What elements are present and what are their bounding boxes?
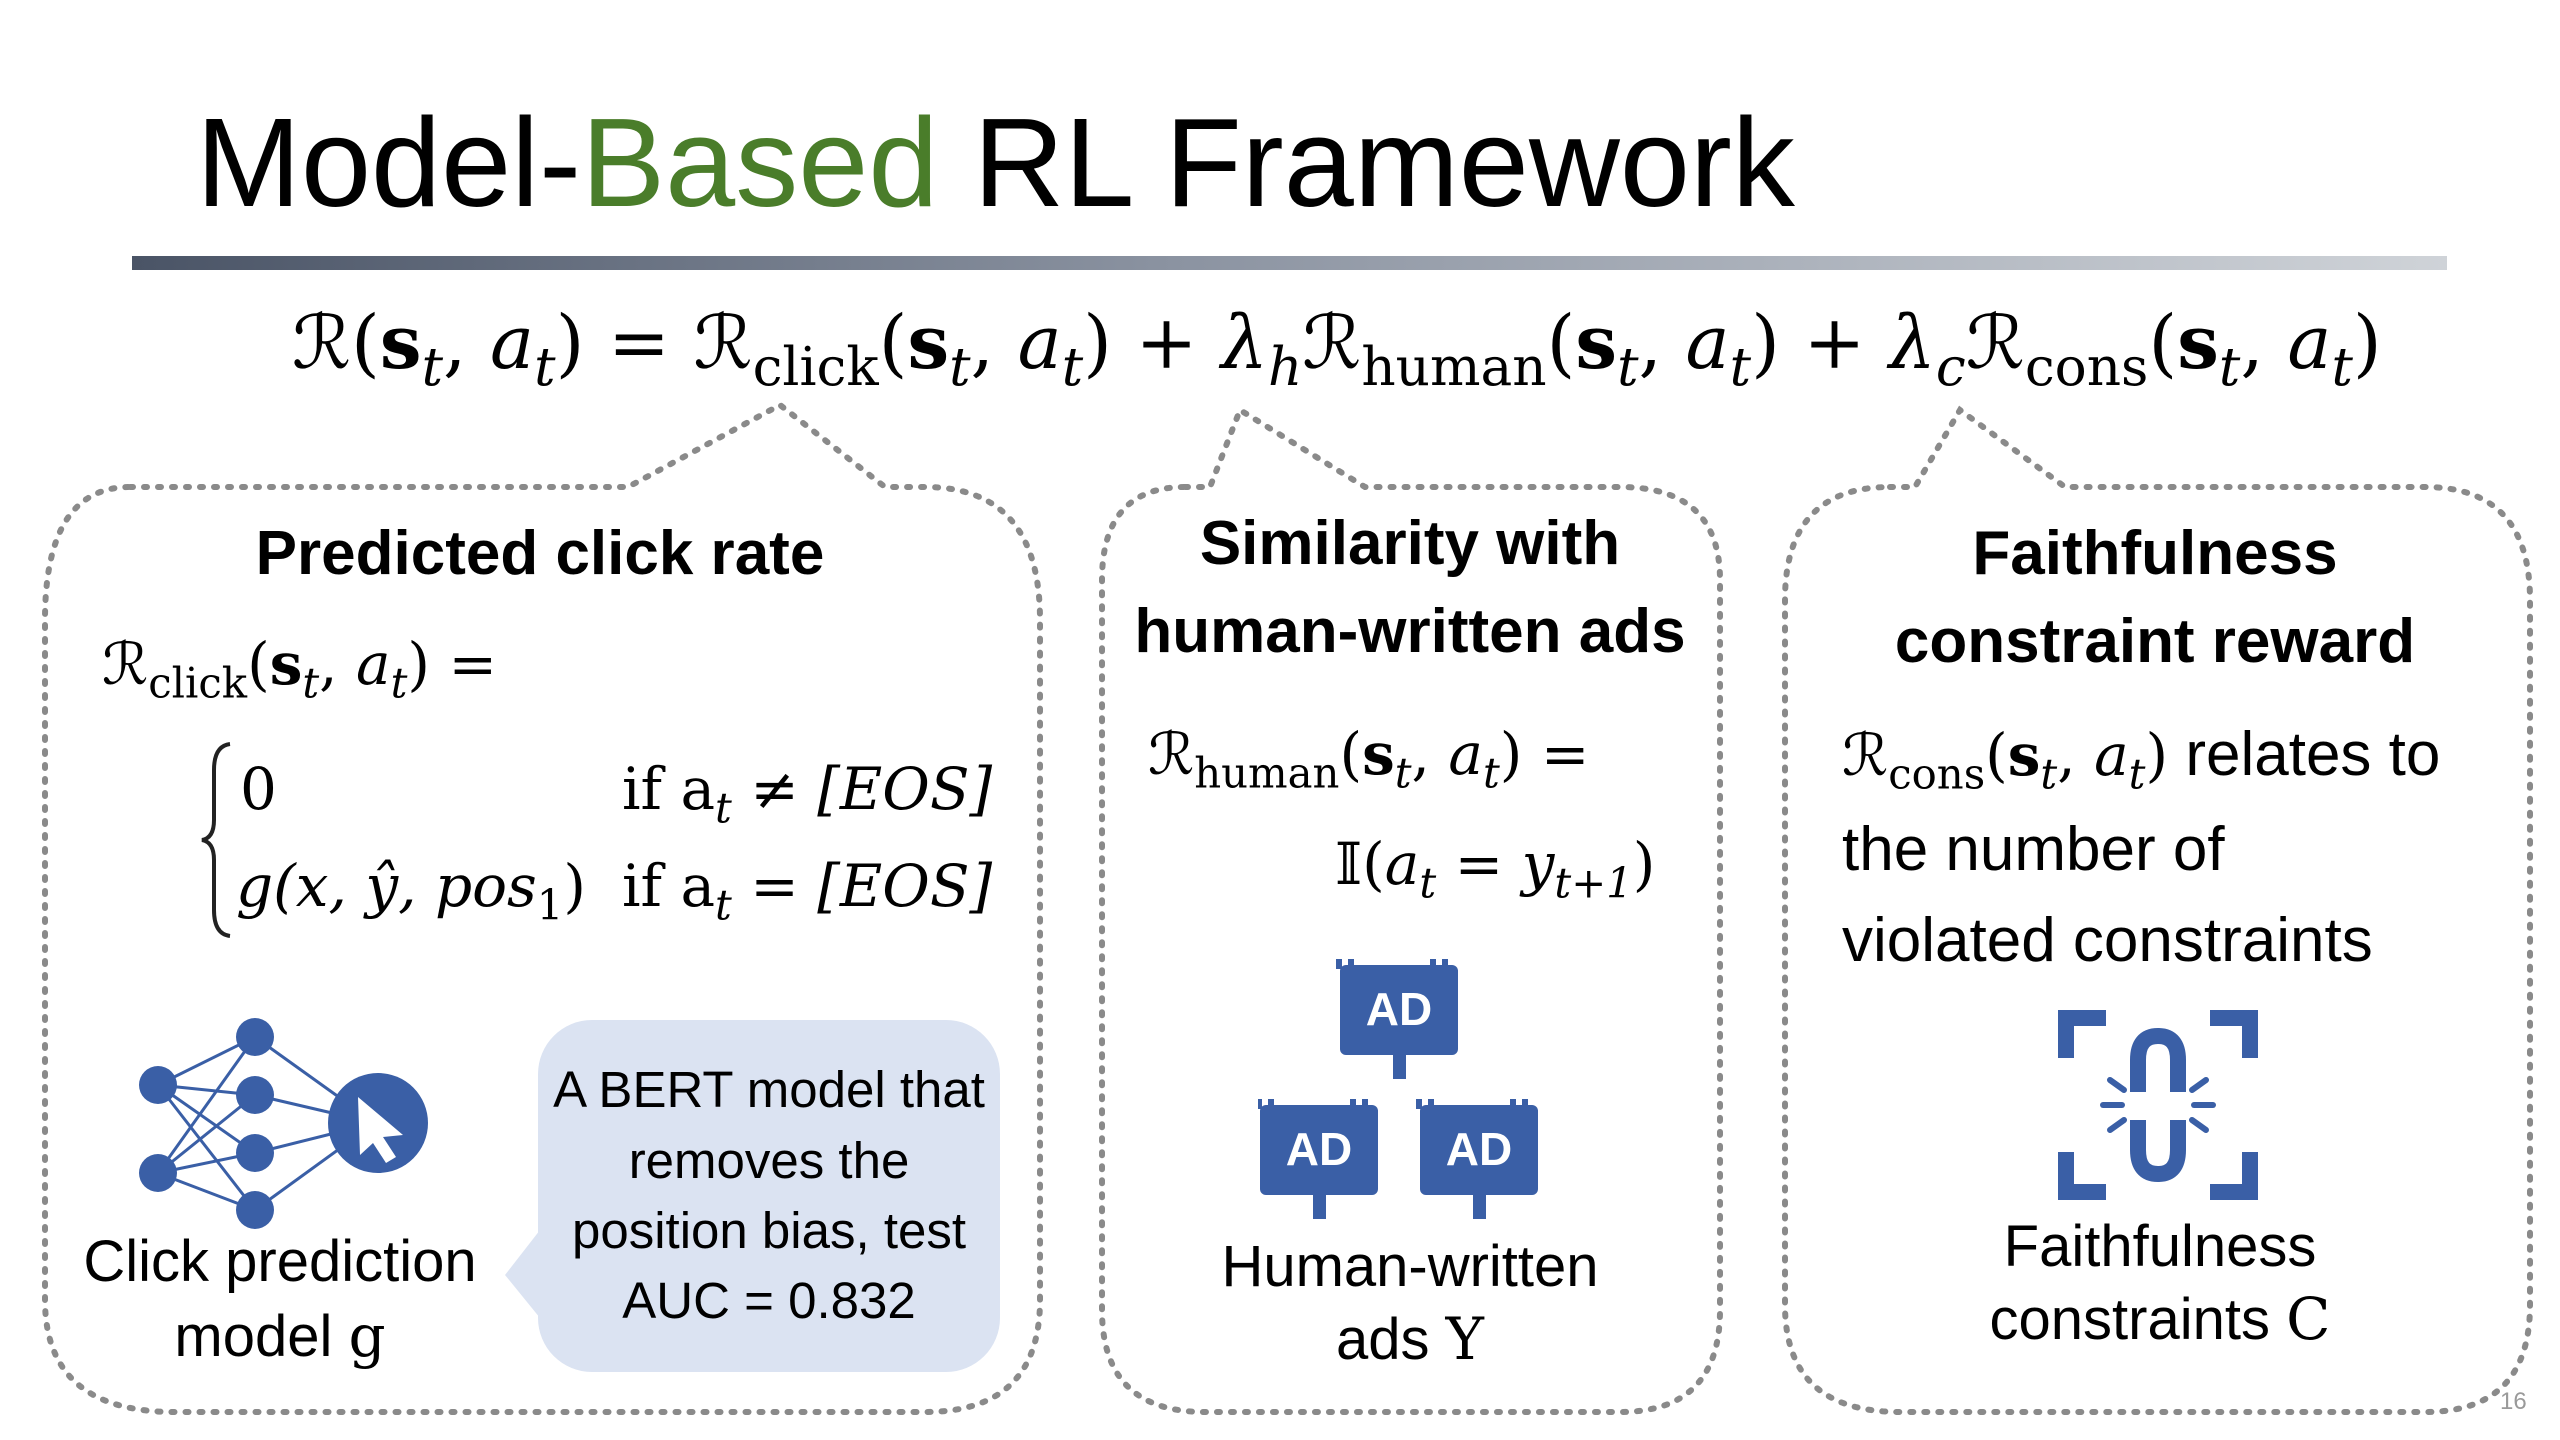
cases-brace xyxy=(201,742,231,938)
neural-network-cursor-icon xyxy=(139,1018,428,1229)
click-bubble-outline xyxy=(42,401,1043,1415)
title-part2: RL Framework xyxy=(938,92,1795,233)
title-highlight: Based xyxy=(581,92,939,233)
faith-bubble-outline xyxy=(1782,405,2533,1415)
broken-link-icon xyxy=(2058,1010,2258,1200)
case1-value: g(x, ŷ, pos1) xyxy=(236,852,587,930)
ad-sign-text-top: AD xyxy=(1365,983,1433,1035)
title-underline xyxy=(132,256,2447,270)
slide-number: 16 xyxy=(2500,1388,2527,1415)
human-indicator: 𝕀(at = yt+1) xyxy=(1335,830,1656,908)
bert-callout: A BERT model that removes the position b… xyxy=(538,1020,1000,1372)
callout-tail xyxy=(505,1230,540,1318)
title-part1: Model- xyxy=(196,92,582,233)
human-bubble-outline xyxy=(1099,405,1723,1415)
case0-condition: if at ≠ [EOS] xyxy=(622,755,993,833)
ad-sign-text-left: AD xyxy=(1285,1123,1353,1175)
slide-title: Model-Based RL Framework xyxy=(196,100,1795,226)
ad-sign-text-right: AD xyxy=(1445,1123,1513,1175)
click-reward-lhs: ℛclick(st, at) = xyxy=(102,630,498,708)
case1-condition: if at = [EOS] xyxy=(622,852,993,930)
bert-callout-text: A BERT model that removes the position b… xyxy=(553,1061,985,1330)
human-reward-lhs: ℛhuman(st, at) = xyxy=(1148,720,1590,798)
case0-value: 0 xyxy=(240,755,277,823)
click-heading: Predicted click rate xyxy=(255,519,825,588)
reward-equation: ℛ(st, at) = ℛclick(st, at) + λhℛhuman(st… xyxy=(292,300,2382,399)
